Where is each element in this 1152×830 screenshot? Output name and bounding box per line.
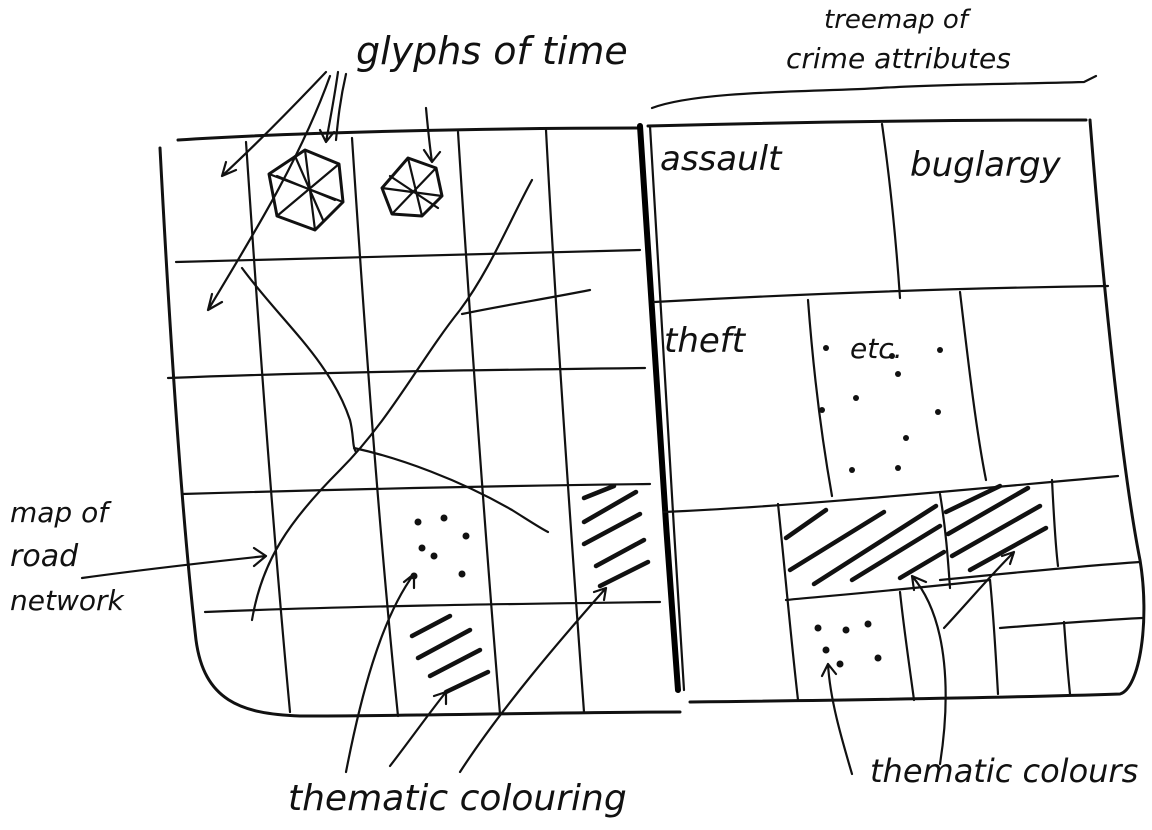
- treemap-line: [1052, 480, 1058, 566]
- cell-label-etc: etc.: [850, 332, 903, 365]
- treemap-line: [960, 292, 986, 480]
- arrow: [336, 74, 346, 140]
- hatched-cell: [946, 486, 1046, 570]
- road: [354, 448, 548, 532]
- treemap-line: [940, 494, 950, 588]
- glyphs-label: glyphs of time: [356, 29, 628, 73]
- hatched-cell: [584, 486, 648, 586]
- map-label-line1: map of: [10, 496, 112, 529]
- arrow: [346, 574, 414, 772]
- cell-label-assault: assault: [660, 139, 783, 179]
- thematic-colouring-label: thematic colouring: [288, 778, 627, 819]
- cell-label-theft: theft: [664, 321, 747, 361]
- map-gridline-h3: [182, 484, 650, 494]
- arrow: [82, 548, 266, 578]
- treemap-line: [1000, 618, 1142, 628]
- treemap-line: [900, 592, 914, 700]
- hatched-cell: [412, 616, 488, 692]
- cell-label-burglary: buglargy: [910, 145, 1062, 185]
- map-gridline-v2: [352, 138, 398, 716]
- panel-divider: [650, 126, 684, 690]
- map-label-line2: road: [10, 539, 79, 574]
- treemap-line: [882, 124, 900, 298]
- time-glyph: [382, 158, 442, 216]
- treemap-frame: [648, 120, 1144, 702]
- crime-treemap: [648, 120, 1144, 702]
- map-gridline-h1: [176, 250, 640, 262]
- dotted-cell: [411, 515, 470, 580]
- treemap-brace: [652, 76, 1096, 108]
- map-label-line3: network: [10, 584, 125, 617]
- dotted-cell: [815, 621, 882, 668]
- treemap-line: [990, 580, 998, 694]
- hatched-cell: [786, 506, 944, 584]
- arrow: [424, 108, 440, 162]
- map-gridline-v4: [546, 130, 584, 712]
- map-gridline-v3: [458, 132, 500, 714]
- map-gridline-h2: [168, 368, 645, 378]
- treemap-title-line2: crime attributes: [786, 42, 1011, 75]
- thematic-colours-label: thematic colours: [870, 752, 1138, 790]
- road-network-map: [160, 128, 680, 716]
- panel-divider: [640, 126, 678, 690]
- road: [242, 268, 356, 452]
- treemap-line: [664, 476, 1118, 512]
- treemap-line: [808, 300, 832, 496]
- treemap-line: [1064, 622, 1070, 694]
- treemap-title-line1: treemap of: [824, 5, 972, 35]
- road: [462, 290, 590, 314]
- arrow: [912, 576, 946, 764]
- treemap-line: [654, 286, 1108, 302]
- road: [252, 180, 532, 620]
- arrow: [460, 588, 606, 772]
- time-glyph: [269, 150, 343, 230]
- map-gridline-v1: [246, 142, 290, 712]
- arrow: [822, 664, 852, 774]
- arrow: [390, 692, 446, 766]
